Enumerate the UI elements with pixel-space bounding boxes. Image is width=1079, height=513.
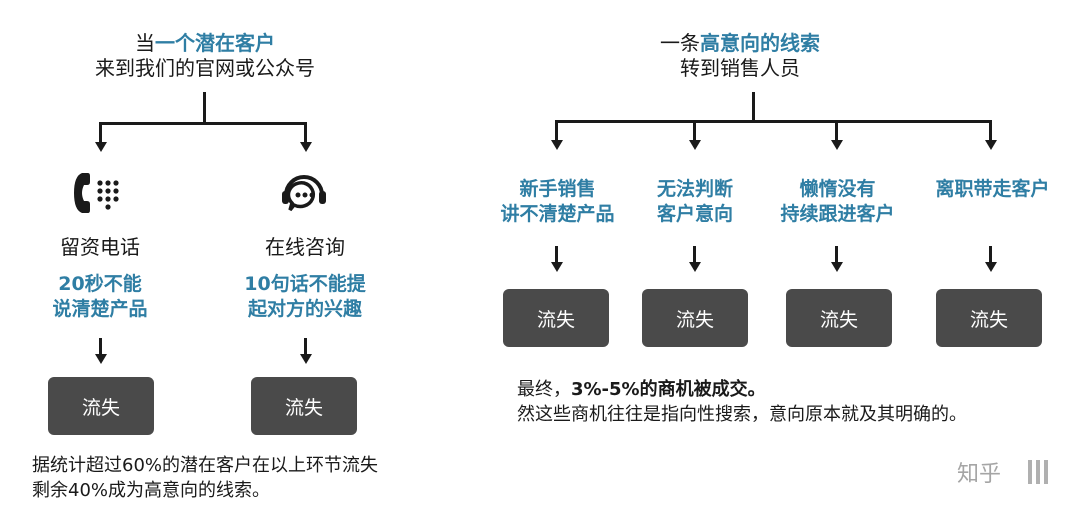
phone-icon xyxy=(74,173,119,213)
left-branch-2-label: 在线咨询 xyxy=(265,235,345,259)
left-issue-line-2 xyxy=(304,338,307,355)
right-issue-arrow-4 xyxy=(984,262,997,272)
left-branch-1-label: 留资电话 xyxy=(60,235,140,259)
right-title: 一条高意向的线索 转到销售人员 xyxy=(620,31,860,81)
right-issue-line-3 xyxy=(835,246,838,263)
right-branch-4-issue: 离职带走客户 xyxy=(935,178,1050,200)
right-arrow-down-3 xyxy=(830,140,843,150)
right-result-box-2: 流失 xyxy=(642,289,748,347)
right-issue-line-1 xyxy=(555,246,558,263)
left-branch-1-issue: 20秒不能 说清楚产品 xyxy=(52,273,148,320)
right-drop-line-1 xyxy=(555,120,558,140)
right-arrow-down-4 xyxy=(984,140,997,150)
left-note: 据统计超过60%的潜在客户在以上环节流失 剩余40%成为高意向的线索。 xyxy=(32,455,379,501)
right-note-line1: 最终，3%-5%的商机被成交。 xyxy=(517,379,766,400)
left-branch-2-issue: 10句话不能提 起对方的兴趣 xyxy=(244,273,366,320)
right-result-box-3: 流失 xyxy=(786,289,892,347)
right-issue-arrow-2 xyxy=(688,262,701,272)
left-drop-line-1 xyxy=(99,122,102,142)
right-title-line1: 一条高意向的线索 xyxy=(660,31,820,55)
right-drop-line-3 xyxy=(835,120,838,140)
right-note-line2: 然这些商机往往是指向性搜索，意向原本就及其明确的。 xyxy=(517,404,967,425)
right-drop-line-4 xyxy=(989,120,992,140)
left-title: 当一个潜在客户 来到我们的官网或公众号 xyxy=(60,31,350,81)
right-stem-line xyxy=(752,92,755,122)
right-note: 最终，3%-5%的商机被成交。 然这些商机往往是指向性搜索，意向原本就及其明确的… xyxy=(517,377,1072,427)
right-issue-line-4 xyxy=(989,246,992,263)
left-arrow-down-2 xyxy=(299,142,312,152)
right-result-box-4: 流失 xyxy=(936,289,1042,347)
right-drop-line-2 xyxy=(693,120,696,140)
right-branch-3-issue: 懒惰没有 持续跟进客户 xyxy=(780,178,895,225)
left-result-box-1: 流失 xyxy=(48,377,154,435)
right-arrow-down-2 xyxy=(688,140,701,150)
watermark: 知乎 xyxy=(957,462,1002,487)
left-arrow-down-1 xyxy=(94,142,107,152)
right-branch-1-issue: 新手销售 讲不清楚产品 xyxy=(500,178,615,225)
right-h-line xyxy=(555,120,992,123)
right-title-line2: 转到销售人员 xyxy=(680,56,800,80)
right-issue-arrow-3 xyxy=(830,262,843,272)
left-stem-line xyxy=(203,92,206,124)
left-result-box-2: 流失 xyxy=(251,377,357,435)
headset-chat-icon xyxy=(282,175,326,212)
right-issue-line-2 xyxy=(693,246,696,263)
left-issue-arrow-2 xyxy=(299,354,312,364)
left-drop-line-2 xyxy=(304,122,307,142)
left-issue-line-1 xyxy=(99,338,102,355)
left-issue-arrow-1 xyxy=(94,354,107,364)
right-issue-arrow-1 xyxy=(550,262,563,272)
right-result-box-1: 流失 xyxy=(503,289,609,347)
left-h-line xyxy=(99,122,307,125)
left-title-line2: 来到我们的官网或公众号 xyxy=(95,56,315,80)
right-arrow-down-1 xyxy=(550,140,563,150)
left-title-line1: 当一个潜在客户 xyxy=(135,31,275,55)
right-branch-2-issue: 无法判断 客户意向 xyxy=(656,178,733,225)
watermark-logo-icon xyxy=(1028,460,1048,484)
